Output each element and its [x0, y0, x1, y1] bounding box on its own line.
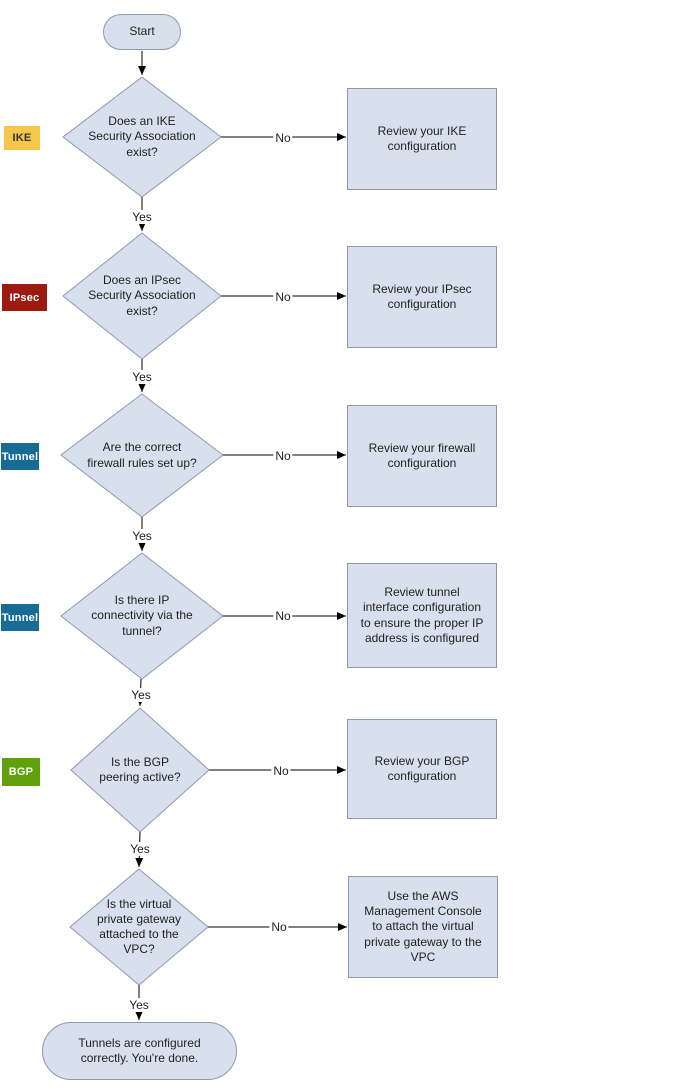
- edge-label-no-5: No: [271, 764, 291, 778]
- edge-label-yes-1: Yes: [130, 210, 154, 224]
- edge-label-no-1: No: [273, 131, 293, 145]
- edge-label-yes-4: Yes: [129, 688, 153, 702]
- action-review-firewall: Review your firewall configuration: [347, 405, 497, 507]
- edge-label-no-3: No: [273, 449, 293, 463]
- decision-firewall: Are the correct firewall rules set up?: [87, 440, 197, 470]
- tag-tunnel-2: Tunnel: [1, 604, 39, 631]
- tag-tunnel-1: Tunnel: [1, 443, 39, 470]
- action-review-ipsec: Review your IPsec configuration: [347, 246, 497, 348]
- decision-ike: Does an IKE Security Association exist?: [88, 114, 196, 159]
- tag-bgp: BGP: [2, 758, 40, 786]
- decision-ipsec: Does an IPsec Security Association exist…: [88, 273, 196, 318]
- tag-ike: IKE: [4, 126, 40, 150]
- start-node: Start: [103, 14, 181, 50]
- action-review-tunnel-interface: Review tunnel interface configuration to…: [347, 563, 497, 668]
- tag-ipsec: IPsec: [2, 284, 47, 311]
- action-review-ike: Review your IKE configuration: [347, 88, 497, 190]
- edge-label-yes-2: Yes: [130, 370, 154, 384]
- decision-diamond-tunnel-ip: [60, 552, 224, 680]
- decision-vgw: Is the virtual private gateway attached …: [96, 896, 182, 957]
- end-node: Tunnels are configured correctly. You're…: [42, 1022, 237, 1080]
- action-review-bgp: Review your BGP configuration: [347, 719, 497, 819]
- edge-label-yes-6: Yes: [127, 998, 151, 1012]
- decision-bgp: Is the BGP peering active?: [99, 754, 181, 784]
- edge-label-no-2: No: [273, 290, 293, 304]
- edge-label-no-4: No: [273, 609, 293, 623]
- edge-label-no-6: No: [269, 920, 289, 934]
- decision-tunnel-ip: Is there IP connectivity via the tunnel?: [91, 593, 193, 638]
- edge-label-yes-5: Yes: [128, 842, 152, 856]
- edge-label-yes-3: Yes: [130, 529, 154, 543]
- action-attach-vgw: Use the AWS Management Console to attach…: [348, 876, 498, 978]
